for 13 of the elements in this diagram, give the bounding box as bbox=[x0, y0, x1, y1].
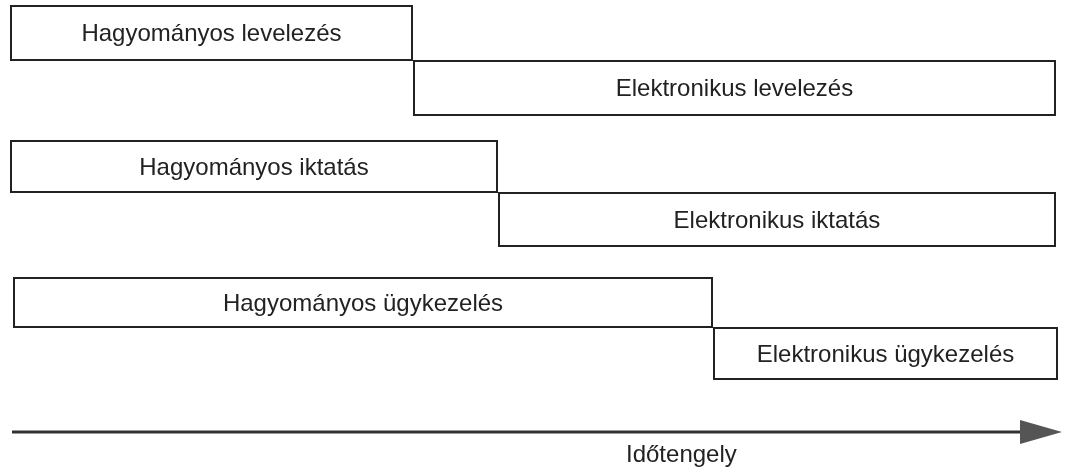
period-label: Hagyományos ügykezelés bbox=[222, 288, 504, 317]
period-box bbox=[13, 277, 713, 328]
period-box bbox=[10, 140, 498, 193]
period-box bbox=[10, 5, 413, 61]
period-box bbox=[413, 60, 1056, 116]
axis-label: Időtengely bbox=[626, 440, 737, 468]
period-box bbox=[498, 192, 1056, 247]
period-label: Elektronikus iktatás bbox=[673, 205, 881, 234]
period-label: Elektronikus levelezés bbox=[615, 74, 854, 102]
period-box bbox=[713, 327, 1058, 380]
period-label: Hagyományos iktatás bbox=[139, 152, 369, 181]
period-label: Hagyományos levelezés bbox=[81, 19, 342, 47]
period-label: Elektronikus ügykezelés bbox=[756, 339, 1015, 368]
